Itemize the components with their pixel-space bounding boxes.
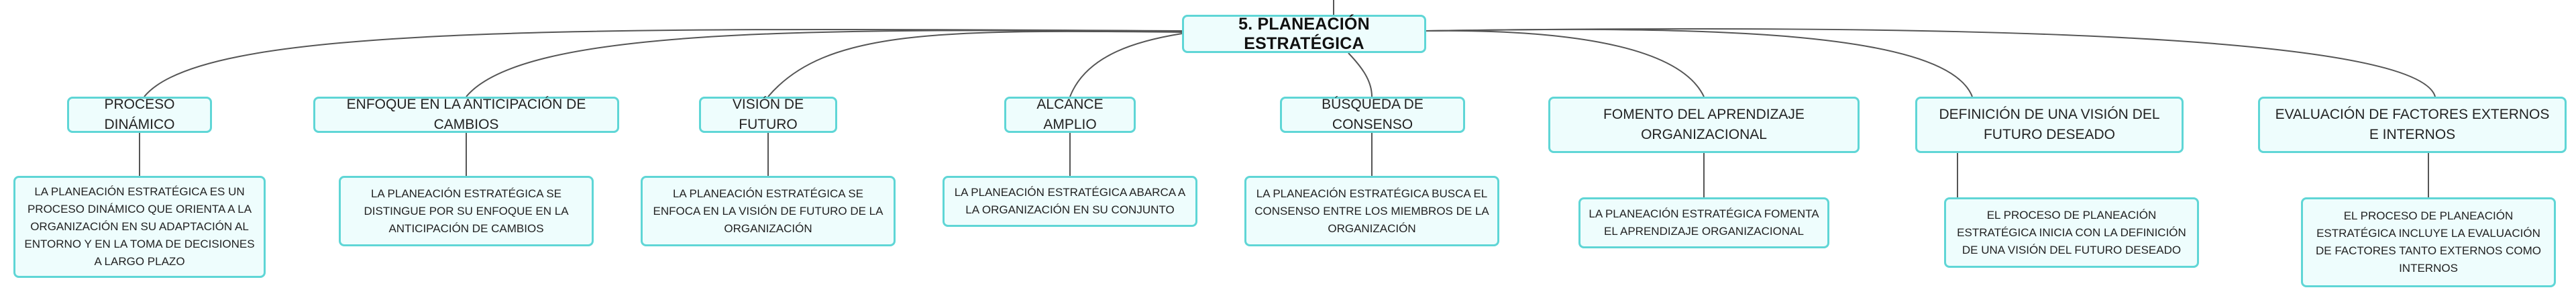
branch-title-label: DEFINICIÓN DE UNA VISIÓN DEL FUTURO DESE… (1939, 107, 2160, 142)
branch-title-evaluacion-factores[interactable]: EVALUACIÓN DE FACTORES EXTERNOS E INTERN… (2258, 97, 2567, 153)
connector-root-b3 (767, 30, 1183, 97)
branch-description-evaluacion-factores[interactable]: EL PROCESO DE PLANEACIÓN ESTRATÉGICA INC… (2301, 197, 2556, 287)
branch-description-text: LA PLANEACIÓN ESTRATÉGICA ABARCA A LA OR… (954, 186, 1186, 216)
branch-title-fomento-aprendizaje[interactable]: FOMENTO DEL APRENDIZAJE ORGANIZACIONAL (1548, 97, 1860, 153)
connector-root-b6 (1426, 30, 1705, 97)
connector-root-b5 (1348, 52, 1373, 97)
branch-description-vision-futuro[interactable]: LA PLANEACIÓN ESTRATÉGICA SE ENFOCA EN L… (641, 176, 896, 246)
branch-description-proceso-dinamico[interactable]: LA PLANEACIÓN ESTRATÉGICA ES UN PROCESO … (13, 176, 266, 278)
branch-title-busqueda-consenso[interactable]: BÚSQUEDA DE CONSENSO (1280, 97, 1465, 133)
branch-title-alcance-amplio[interactable]: ALCANCE AMPLIO (1004, 97, 1136, 133)
branch-description-fomento-aprendizaje[interactable]: LA PLANEACIÓN ESTRATÉGICA FOMENTA EL APR… (1578, 197, 1829, 248)
branch-description-enfoque-anticipacion[interactable]: LA PLANEACIÓN ESTRATÉGICA SE DISTINGUE P… (339, 176, 594, 246)
branch-description-text: LA PLANEACIÓN ESTRATÉGICA ES UN PROCESO … (24, 185, 255, 268)
branch-description-text: LA PLANEACIÓN ESTRATÉGICA SE DISTINGUE P… (364, 187, 569, 235)
connector-root-b7 (1426, 28, 1973, 97)
branch-title-proceso-dinamico[interactable]: PROCESO DINÁMICO (67, 97, 212, 133)
branch-title-vision-futuro[interactable]: VISIÓN DE FUTURO (699, 97, 837, 133)
connector-root-b8 (1426, 28, 2436, 97)
branch-description-busqueda-consenso[interactable]: LA PLANEACIÓN ESTRATÉGICA BUSCA EL CONSE… (1244, 176, 1499, 246)
branch-title-label: FOMENTO DEL APRENDIZAJE ORGANIZACIONAL (1603, 107, 1805, 142)
branch-title-enfoque-anticipacion[interactable]: ENFOQUE EN LA ANTICIPACIÓN DE CAMBIOS (313, 97, 619, 133)
branch-description-definicion-vision[interactable]: EL PROCESO DE PLANEACIÓN ESTRATÉGICA INI… (1944, 197, 2199, 268)
branch-title-label: BÚSQUEDA DE CONSENSO (1322, 97, 1424, 132)
branch-title-label: PROCESO DINÁMICO (104, 97, 175, 132)
connector-root-b2 (466, 30, 1183, 97)
branch-title-label: ALCANCE AMPLIO (1036, 97, 1104, 132)
branch-description-text: LA PLANEACIÓN ESTRATÉGICA FOMENTA EL APR… (1589, 207, 1819, 238)
branch-title-label: ENFOQUE EN LA ANTICIPACIÓN DE CAMBIOS (346, 97, 586, 132)
connector-root-b1 (144, 28, 1183, 97)
branch-title-label: VISIÓN DE FUTURO (732, 97, 804, 132)
branch-title-label: EVALUACIÓN DE FACTORES EXTERNOS E INTERN… (2275, 107, 2550, 142)
root-node[interactable]: 5. PLANEACIÓN ESTRATÉGICA (1182, 15, 1426, 53)
root-label: 5. PLANEACIÓN ESTRATÉGICA (1238, 14, 1370, 53)
branch-title-definicion-vision[interactable]: DEFINICIÓN DE UNA VISIÓN DEL FUTURO DESE… (1915, 97, 2184, 153)
branch-description-alcance-amplio[interactable]: LA PLANEACIÓN ESTRATÉGICA ABARCA A LA OR… (943, 176, 1197, 227)
branch-description-text: EL PROCESO DE PLANEACIÓN ESTRATÉGICA INC… (2316, 209, 2541, 275)
branch-description-text: LA PLANEACIÓN ESTRATÉGICA BUSCA EL CONSE… (1254, 187, 1489, 235)
branch-description-text: LA PLANEACIÓN ESTRATÉGICA SE ENFOCA EN L… (653, 187, 883, 235)
connector-root-b4 (1069, 33, 1183, 97)
branch-description-text: EL PROCESO DE PLANEACIÓN ESTRATÉGICA INI… (1957, 208, 2186, 256)
